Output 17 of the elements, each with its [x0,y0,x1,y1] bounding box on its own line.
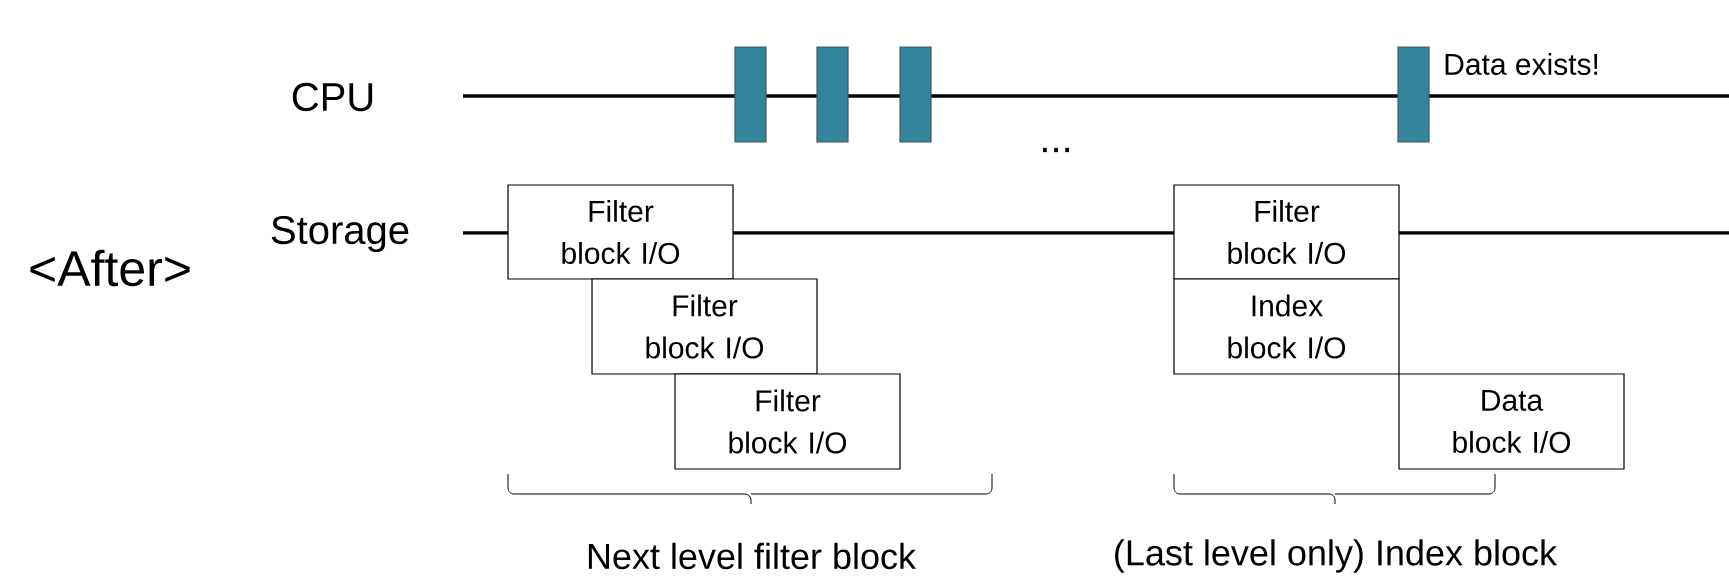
axis-label: ... [1043,147,1070,153]
cpu-block [816,46,849,143]
cpu-block [734,46,767,143]
axis-label: (Last level only) Index block [1115,539,1558,573]
io-box: Filter block I/O [674,373,901,470]
axis-label: Next level filter block [588,542,917,570]
io-box: Data block I/O [1398,373,1625,470]
axis-label: Storage [271,215,409,253]
cpu-block [899,46,932,143]
io-box: Index block I/O [1173,278,1400,375]
io-box: Filter block I/O [591,278,818,375]
axis-label: CPU [292,82,373,112]
axis-label: <After> [30,249,190,287]
note-text: Data exists! [1445,53,1598,75]
cpu-block [1397,46,1430,143]
io-box: Filter block I/O [1173,184,1400,280]
io-box: Filter block I/O [507,184,734,280]
